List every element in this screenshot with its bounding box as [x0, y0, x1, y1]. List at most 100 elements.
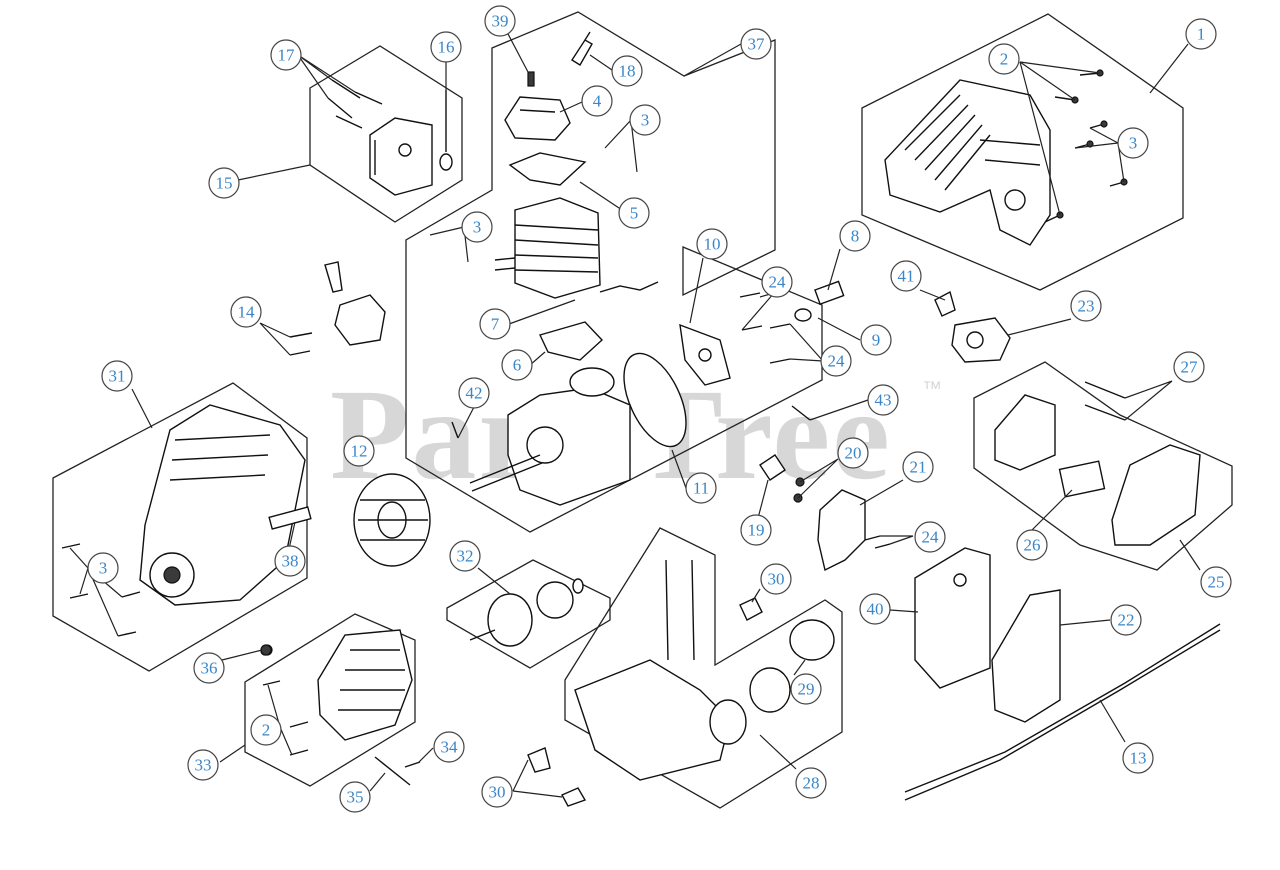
cylinder-part	[494, 197, 659, 299]
fitting-part	[739, 280, 845, 364]
callout-label-2: 2	[1000, 50, 1009, 69]
callout-30b: 30	[481, 776, 513, 808]
callout-label-30: 30	[768, 570, 785, 589]
callout-30: 30	[760, 563, 792, 595]
heat-shields	[914, 547, 1061, 723]
callout-label-41: 41	[898, 267, 915, 286]
callout-label-3: 3	[1129, 134, 1138, 153]
callout-label-17: 17	[278, 46, 296, 65]
callout-label-23: 23	[1078, 297, 1095, 316]
box-starter	[52, 382, 308, 672]
group-boxes	[52, 11, 1233, 809]
callout-label-4: 4	[593, 92, 602, 111]
callout-label-22: 22	[1118, 611, 1135, 630]
callout-label-27: 27	[1181, 358, 1199, 377]
callout-label-26: 26	[1024, 536, 1041, 555]
screw-34	[404, 761, 421, 768]
callout-label-24: 24	[769, 273, 787, 292]
callout-9: 9	[860, 324, 892, 356]
callout-4: 4	[581, 85, 613, 117]
callout-label-8: 8	[851, 227, 860, 246]
callout-31: 31	[101, 360, 133, 392]
callout-label-40: 40	[867, 600, 884, 619]
callout-label-30b: 30	[489, 783, 506, 802]
callout-label-33: 33	[195, 756, 212, 775]
screws-top-right	[1044, 69, 1128, 223]
callout-3c: 3	[461, 211, 493, 243]
callout-3d: 3	[87, 552, 119, 584]
callout-29: 29	[790, 673, 822, 705]
callout-37: 37	[740, 28, 772, 60]
callout-20: 20	[837, 437, 869, 469]
engine-housing-part	[884, 79, 1051, 246]
callout-label-34: 34	[441, 738, 459, 757]
ignition-coil-part	[289, 261, 386, 356]
callout-label-5: 5	[630, 204, 639, 223]
pin-42	[451, 421, 459, 439]
callouts: 1 2 3 39 18 37 17 16 15 4 3 5 3 10 8 24 …	[87, 5, 1232, 813]
callout-label-12: 12	[351, 442, 368, 461]
box-fan-cover	[244, 613, 416, 787]
callout-label-38: 38	[282, 552, 299, 571]
callout-24c: 24	[914, 521, 946, 553]
callout-23: 23	[1070, 290, 1102, 322]
box-clutch	[446, 559, 611, 669]
callout-34: 34	[433, 731, 465, 763]
crankcase-part	[469, 367, 631, 506]
callout-label-15: 15	[216, 174, 233, 193]
callout-33: 33	[187, 749, 219, 781]
callout-42: 42	[458, 377, 490, 409]
callout-39: 39	[484, 5, 516, 37]
callout-21: 21	[902, 451, 934, 483]
watermark-trademark: ™	[922, 378, 942, 400]
callout-label-18: 18	[619, 62, 636, 81]
callout-16: 16	[430, 31, 462, 63]
callout-label-3c: 3	[473, 218, 482, 237]
callout-label-42: 42	[466, 384, 483, 403]
callout-label-24b: 24	[828, 352, 846, 371]
callout-7: 7	[479, 308, 511, 340]
callout-label-19: 19	[748, 521, 765, 540]
callout-label-1: 1	[1197, 25, 1206, 44]
callout-11: 11	[685, 472, 717, 504]
spark-plug-part	[527, 31, 593, 87]
callout-3: 3	[1117, 127, 1149, 159]
callout-22: 22	[1110, 604, 1142, 636]
callout-25: 25	[1200, 566, 1232, 598]
callout-12: 12	[343, 435, 375, 467]
callout-40: 40	[859, 593, 891, 625]
callout-label-13: 13	[1130, 749, 1147, 768]
callout-label-7: 7	[491, 315, 500, 334]
cylinder-cover-part	[504, 96, 587, 186]
callout-label-28: 28	[803, 774, 820, 793]
bolt-35	[374, 756, 411, 786]
callout-6: 6	[501, 349, 533, 381]
box-engine	[405, 11, 823, 533]
callout-17: 17	[270, 39, 302, 71]
callout-label-10: 10	[704, 235, 721, 254]
callout-3b: 3	[629, 104, 661, 136]
callout-36: 36	[193, 652, 225, 684]
callout-2b: 2	[250, 714, 282, 746]
callout-10: 10	[696, 228, 728, 260]
callout-label-29: 29	[798, 680, 815, 699]
callout-19: 19	[740, 514, 772, 546]
callout-label-3b: 3	[641, 111, 650, 130]
cap-nut-36	[260, 644, 272, 656]
callout-38: 38	[274, 545, 306, 577]
callout-15: 15	[208, 167, 240, 199]
callout-label-14: 14	[238, 303, 256, 322]
callout-32: 32	[449, 540, 481, 572]
callout-label-2b: 2	[262, 721, 271, 740]
callout-8: 8	[839, 220, 871, 252]
callout-label-37: 37	[748, 35, 766, 54]
callout-26: 26	[1016, 529, 1048, 561]
callout-label-24c: 24	[922, 528, 940, 547]
flywheel-part	[353, 473, 431, 567]
callout-label-9: 9	[872, 331, 881, 350]
callout-label-32: 32	[457, 547, 474, 566]
callout-label-31: 31	[109, 367, 126, 386]
callout-label-35: 35	[347, 788, 364, 807]
callout-label-39: 39	[492, 12, 509, 31]
